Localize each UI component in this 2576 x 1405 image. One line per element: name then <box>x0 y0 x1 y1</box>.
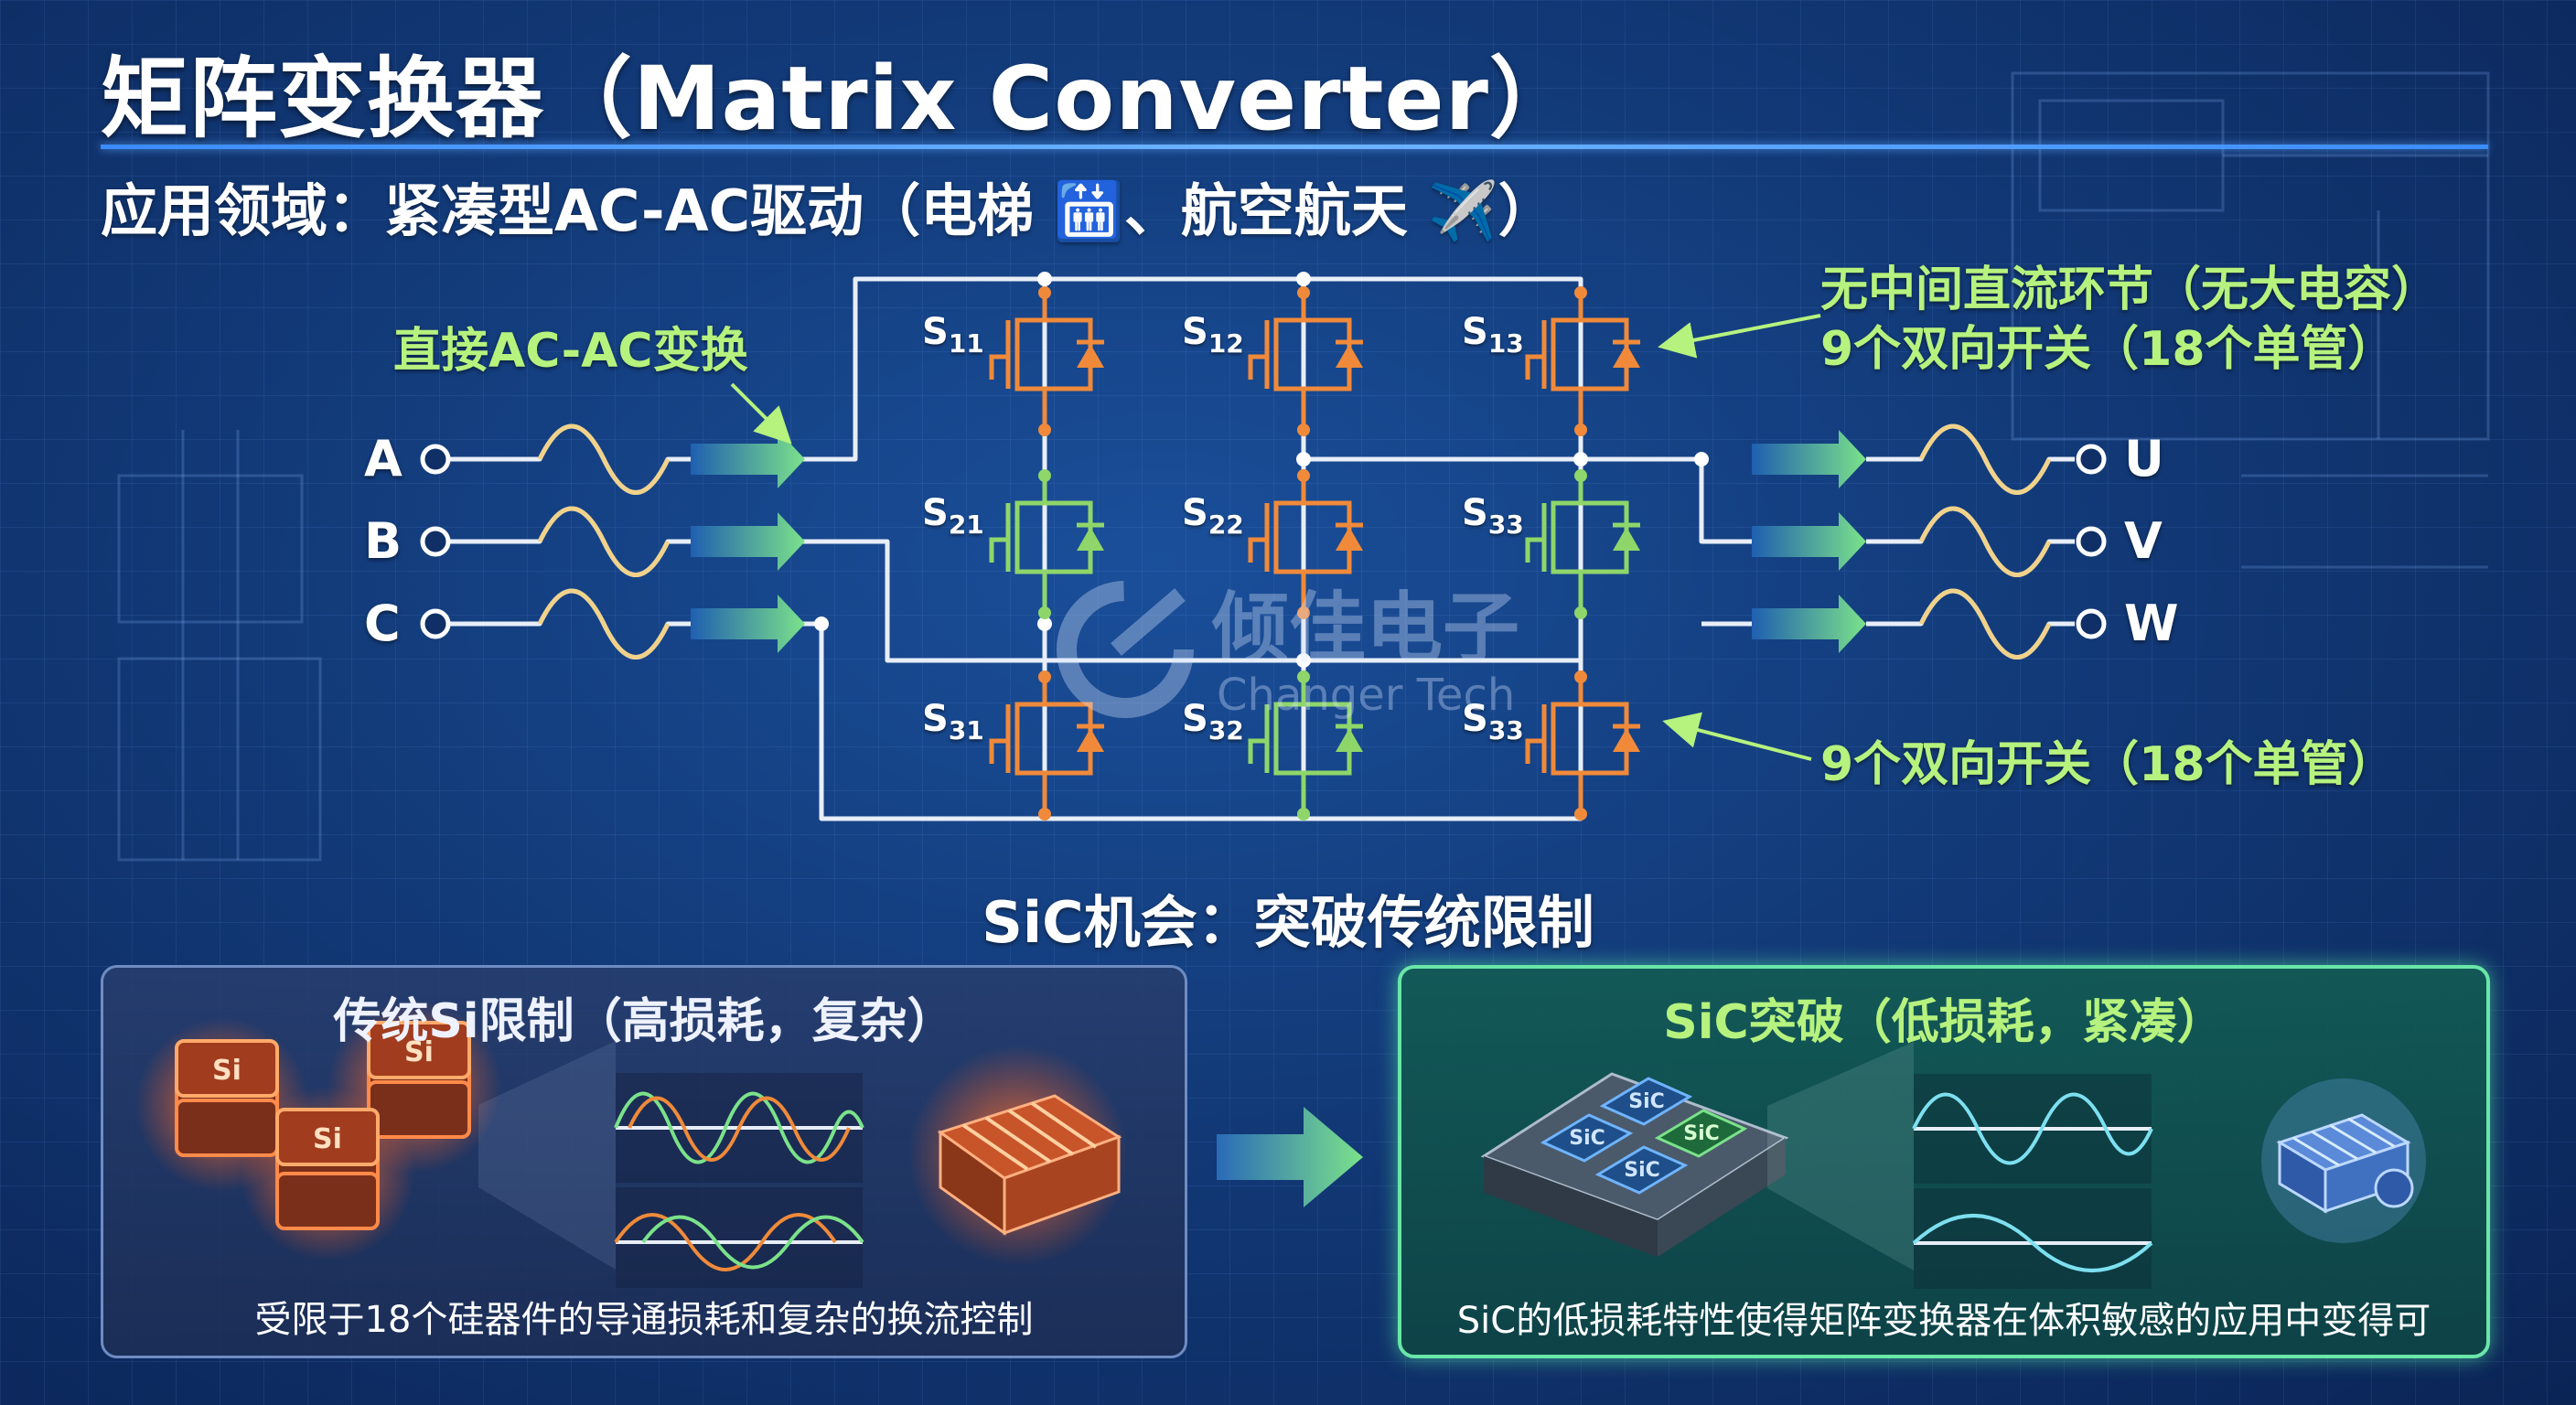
switch-13 <box>1525 286 1640 436</box>
switch-label-33: S33 <box>1462 698 1524 745</box>
si-waveforms <box>614 1073 864 1288</box>
note-bidirectional-switches: 9个双向开关（18个单管） <box>1820 737 2396 792</box>
input-label-c: C <box>364 595 401 652</box>
switch-33 <box>1525 670 1640 820</box>
svg-text:SiC: SiC <box>1683 1122 1720 1145</box>
input-b-feed <box>787 539 1581 663</box>
switch-label-22: S22 <box>1182 492 1244 540</box>
terminal-b <box>420 526 451 557</box>
terminal-c <box>420 608 451 639</box>
watermark-en: Changer Tech <box>1217 670 1516 721</box>
switch-label-23: S33 <box>1462 492 1524 540</box>
sic-opportunity-heading: SiC机会：突破传统限制 <box>982 889 1594 956</box>
terminal-u <box>2076 444 2107 475</box>
input-label-a: A <box>364 430 402 488</box>
sic-illustration: SiC SiC SiC SiC <box>1480 1042 2426 1289</box>
application-subtitle: 应用领域：紧凑型AC-AC驱动（电梯 🛗、航空航天 ✈️） <box>101 177 1555 244</box>
page-title: 矩阵变换器（Matrix Converter） <box>101 48 1578 150</box>
switch-21 <box>989 469 1104 619</box>
switch-label-21: S21 <box>922 492 984 540</box>
si-panel-title: 传统Si限制（高损耗，复杂） <box>333 994 955 1049</box>
switch-label-11: S11 <box>922 311 984 359</box>
note-no-dc-link: 无中间直流环节（无大电容） 9个双向开关（18个单管） <box>1820 261 2439 380</box>
terminal-w <box>2076 608 2107 639</box>
svg-text:SiC: SiC <box>1628 1090 1665 1113</box>
switch-label-31: S31 <box>922 698 984 745</box>
sic-breakthrough-panel: SiC SiC SiC SiC <box>1398 965 2490 1358</box>
switch-31 <box>989 670 1104 820</box>
sic-module: SiC SiC SiC SiC <box>1480 1072 1789 1257</box>
note-no-dc-link-line2: 9个双向开关（18个单管） <box>1820 322 2396 377</box>
svg-text:Si: Si <box>404 1036 434 1068</box>
switch-32 <box>1248 670 1363 820</box>
si-limitation-panel: Si Si Si <box>101 965 1187 1358</box>
watermark-cn: 倾佳电子 <box>1212 584 1520 673</box>
si-illustration: Si Si Si <box>135 1000 1128 1288</box>
transition-arrow <box>1217 1107 1363 1207</box>
switch-11 <box>989 286 1104 436</box>
input-flow-arrows <box>691 430 1866 653</box>
switch-22 <box>1248 469 1363 619</box>
switch-label-13: S13 <box>1462 311 1524 359</box>
terminal-v <box>2076 526 2107 557</box>
si-chip-stacks: Si Si Si <box>135 1000 501 1260</box>
si-panel-caption: 受限于18个硅器件的导通损耗和复杂的换流控制 <box>254 1299 1034 1341</box>
note-no-dc-link-line1: 无中间直流环节（无大电容） <box>1820 263 2440 317</box>
switch-label-12: S12 <box>1182 311 1244 359</box>
svg-text:Si: Si <box>313 1123 342 1155</box>
switch-label-32: S32 <box>1182 698 1244 745</box>
input-label-b: B <box>364 512 402 570</box>
svg-text:SiC: SiC <box>1569 1127 1605 1150</box>
switch-12 <box>1248 286 1363 436</box>
output-label-v: V <box>2124 512 2163 570</box>
svg-text:SiC: SiC <box>1624 1159 1660 1182</box>
watermark-logo-icon <box>1057 581 1194 718</box>
sic-panel-title: SiC突破（低损耗，紧凑） <box>1663 995 2225 1050</box>
cool-heatsink-icon <box>2261 1078 2426 1243</box>
svg-text:Si: Si <box>212 1055 242 1087</box>
matrix-converter-circuit <box>420 276 2107 821</box>
output-label-w: W <box>2124 595 2179 652</box>
switch-23 <box>1525 469 1640 619</box>
output-label-u: U <box>2124 430 2164 488</box>
sic-waveforms <box>1912 1074 2153 1289</box>
note-direct-conversion: 直接AC-AC变换 <box>393 324 748 379</box>
hot-heatsink-icon <box>908 1046 1128 1265</box>
title-underline <box>101 145 2488 149</box>
sic-panel-caption: SiC的低损耗特性使得矩阵变换器在体积敏感的应用中变得可 <box>1456 1300 2431 1342</box>
terminal-a <box>420 444 451 475</box>
input-a-feed <box>787 276 1583 821</box>
